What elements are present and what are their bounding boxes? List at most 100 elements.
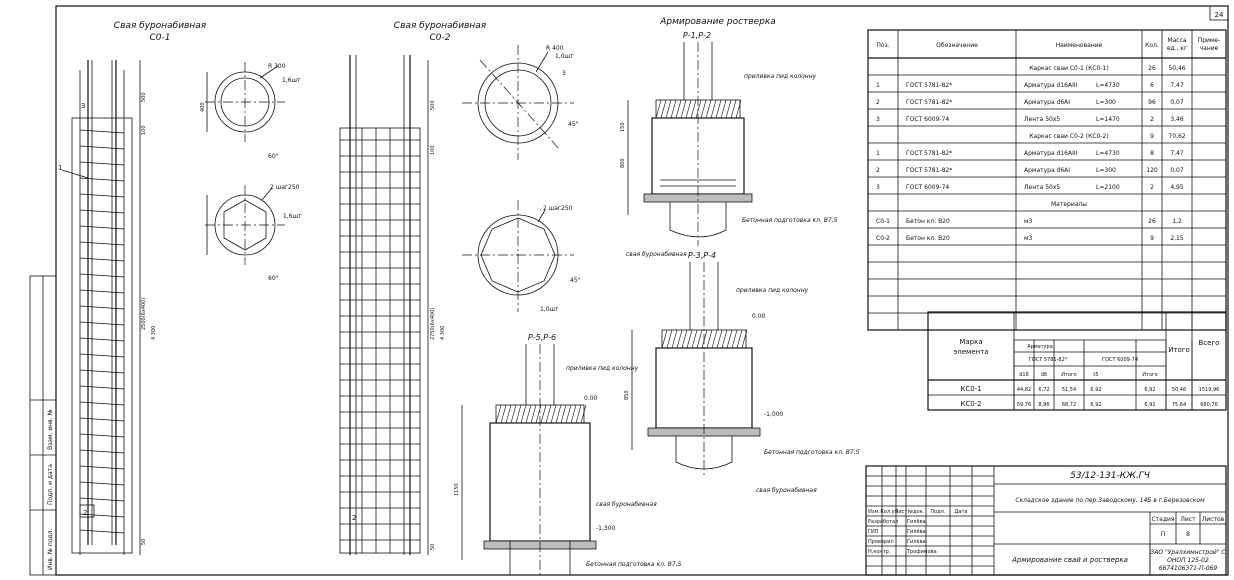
pile-c01-dim-top: 500 (141, 92, 147, 102)
spec-name: м3 (1024, 218, 1033, 225)
grill-p5-label-prep: Бетонная подготовка кл. В7,5 (586, 561, 682, 568)
grill-p5-dim-1150: 1150 (454, 483, 460, 496)
spec-section-title: Материалы (1051, 201, 1087, 208)
steel-mark-header: Марка (959, 338, 982, 346)
sec-c01a-dim: 400 (200, 102, 206, 112)
steel-mark-header: элемента (953, 348, 988, 356)
spec-len: L=4730 (1096, 82, 1120, 89)
steel-col-header: Итого (1061, 372, 1076, 378)
steel-row-value: 1519,96 (1199, 387, 1220, 393)
steel-row-value: 75,64 (1172, 402, 1186, 408)
title-stage-header: Стадия (1151, 516, 1174, 523)
sec-c01a-count: 1,6шт (282, 77, 301, 84)
steel-col-header: t5 (1093, 372, 1098, 378)
spec-header: Обозначение (936, 42, 978, 49)
grill-p5-view: Р-5,Р-6 приливка пид колонну 0.00 Бетонн… (454, 333, 682, 575)
title-block: 53/12-131-КЖ.ГЧ Складское здание по пер.З… (865, 465, 1227, 576)
steel-sub-header: ГОСТ 5781-82* (1029, 357, 1068, 363)
title-code: 53/12-131-КЖ.ГЧ (1070, 471, 1150, 481)
spec-mass: 7,47 (1170, 82, 1184, 89)
spec-qty: 96 (1148, 99, 1156, 106)
spec-doc: ГОСТ 5781-82* (906, 82, 952, 89)
spec-name: Арматура d16АIII (1024, 82, 1078, 89)
spec-qty: 8 (1150, 150, 1154, 157)
title-stage-value: 8 (1186, 531, 1190, 538)
spec-pos: 2 (876, 99, 880, 106)
spec-qty: 26 (1148, 65, 1156, 72)
pile-c01-callout-2: 2 (83, 509, 87, 517)
title-role: Н.контр. (868, 549, 891, 555)
title-col-header: Изм. (868, 509, 880, 515)
steel-row-value: 50,46 (1172, 387, 1186, 393)
spec-mass: 3,46 (1170, 116, 1184, 123)
spec-mass: 2,15 (1170, 235, 1184, 242)
title-name: Трофимова (906, 549, 937, 555)
sec-c02b-step: 2 шаг250 (543, 205, 573, 212)
sec-c01b-count: 1,6шт (283, 213, 302, 220)
section-c01-a: R 300 1,6шт 60° 400 (200, 62, 301, 160)
sec-c01a-angle: 60° (268, 153, 279, 160)
spec-len: L=4730 (1096, 150, 1120, 157)
spec-name: Арматура d6АI (1024, 99, 1070, 106)
side-stamp: Инв. № подл. Подп. и дата Взам. инв. № (29, 275, 57, 576)
spec-pos: 3 (876, 116, 880, 123)
pile-c02-dim-100: 100 (430, 145, 436, 155)
page-number-box (1209, 5, 1229, 21)
spec-header: чание (1200, 45, 1219, 52)
steel-row-value: 59,76 (1017, 402, 1031, 408)
grill-p5-label-ext: приливка пид колонну (566, 365, 639, 372)
spec-doc: ГОСТ 5781-82* (906, 167, 952, 174)
spec-header: Масса (1167, 37, 1186, 44)
spec-len: L=300 (1096, 167, 1116, 174)
spec-pos: 1 (876, 150, 880, 157)
spec-qty: 6 (1150, 82, 1154, 89)
spec-mass: 7,47 (1170, 150, 1184, 157)
title-role: ГИП (868, 529, 879, 535)
sec-c01b-step: 2 шаг250 (270, 184, 300, 191)
title-role: Проверил (868, 539, 894, 545)
title-sheet-name: Армирование свай и ростверка (1011, 556, 1128, 564)
grill-p3-label-ext: приливка пид колонну (736, 287, 809, 294)
spec-mass: 0,07 (1170, 99, 1184, 106)
spec-qty: 2 (1150, 184, 1154, 191)
steel-col-header: Итого (1142, 372, 1157, 378)
steel-row-value: 6,72 (1038, 387, 1049, 393)
steel-row-value: 68,72 (1062, 402, 1076, 408)
sec-c01b-angle: 60° (268, 275, 279, 282)
sec-c02a-radius: R 400 (546, 45, 564, 52)
spec-mass: 1,2 (1172, 218, 1182, 225)
steel-all-header: Всего (1199, 339, 1220, 347)
steel-row-value: 6,92 (1090, 387, 1101, 393)
title-object: Складское здание по пер.Заводскому, 14Б … (1015, 497, 1205, 504)
grill-p5-label-pile: свая буронабивная (596, 501, 657, 508)
spec-header: ед., кг (1167, 45, 1187, 52)
steel-row-value: 680,76 (1200, 402, 1218, 408)
steel-row-value: 6,92 (1090, 402, 1101, 408)
pile-c01-dim-bottom: 50 (141, 539, 147, 545)
pile-c01-view: Свая буронабивная С0-1 500 100 2500(6x40… (58, 21, 207, 555)
title-stage-header: Лист (1180, 516, 1196, 523)
spec-mass: 50,46 (1168, 65, 1185, 72)
pile-c01-callout-1: 1 (58, 164, 62, 172)
spec-pos: 1 (876, 82, 880, 89)
sec-c02b-count: 1,0шт (540, 306, 559, 313)
title-col-header: Дата (955, 509, 968, 515)
spec-name: м3 (1024, 235, 1033, 242)
section-c01-b: 2 шаг250 1,6шт 60° (205, 184, 302, 282)
grill-p3-label-level: -1,000 (764, 411, 784, 418)
pile-c01-dim-total: 4 300 (151, 326, 157, 340)
spec-doc: ГОСТ 5781-82* (906, 150, 952, 157)
sec-c02a-callout: 3 (562, 70, 566, 77)
spec-name: Лента 50х5 (1024, 184, 1060, 191)
title-name: Гилёва (907, 539, 926, 545)
grill-p1-view: Р-1,Р-2 приливка пид колонну Бетонная по… (620, 31, 838, 258)
steel-row-value: 44,82 (1017, 387, 1031, 393)
grill-p1-mark: Р-1,Р-2 (683, 31, 711, 40)
pile-c02-dim-total: 4 300 (440, 326, 446, 340)
spec-pos: 2 (876, 167, 880, 174)
pile-c02-view: Свая буронабивная С0-2 500 100 2750(6x40… (339, 21, 487, 555)
steel-col-header: d6 (1041, 372, 1047, 378)
grill-p3-dim-850: 850 (624, 390, 630, 400)
